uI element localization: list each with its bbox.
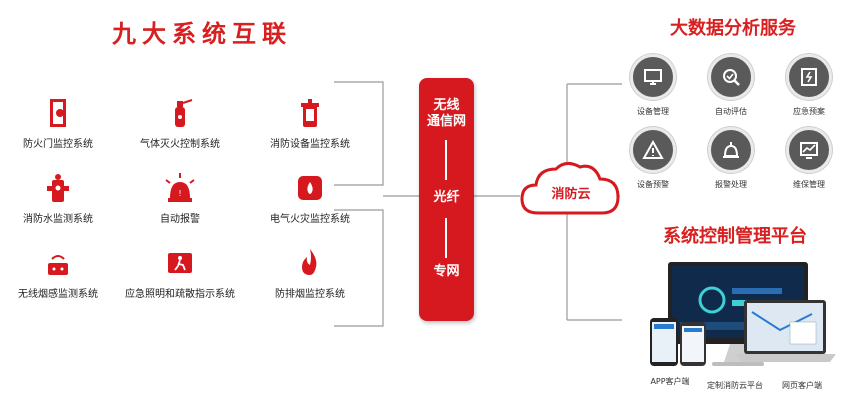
water-hydrant-icon (40, 170, 76, 206)
service-device-mgmt: 设备管理 (618, 54, 688, 117)
system-label: 气体灭火控制系统 (140, 139, 220, 150)
left-bracket-bottom (334, 209, 384, 327)
monitor-icon (630, 54, 676, 100)
svg-text:!: ! (178, 189, 181, 198)
phone-icon (650, 318, 706, 366)
service-alarm-handle: 报警处理 (696, 127, 766, 190)
trend-chart-icon (786, 127, 832, 173)
system-smoke-detect: 无线烟感监测系统 (0, 245, 128, 300)
laptop-icon (736, 300, 836, 362)
cloud-node: 消防云 (516, 155, 626, 221)
exit-sign-icon (162, 245, 198, 281)
fire-extinguisher-icon (162, 95, 198, 131)
warning-triangle-icon (630, 127, 676, 173)
system-label: 无线烟感监测系统 (18, 289, 98, 300)
fire-hydrant-icon (292, 95, 328, 131)
service-device-warning: 设备预警 (618, 127, 688, 190)
network-fiber: 光纤 (433, 190, 460, 205)
system-fire-water: 消防水监测系统 (0, 170, 128, 225)
system-fire-door: 防火门监控系统 (0, 95, 128, 150)
system-fire-equipment: 消防设备监控系统 (240, 95, 380, 150)
electrical-fire-icon (292, 170, 328, 206)
system-label: 电气火灾监控系统 (270, 214, 350, 225)
network-private: 专网 (433, 264, 460, 279)
service-auto-assess: 自动评估 (696, 54, 766, 117)
service-emergency-plan: 应急预案 (774, 54, 844, 117)
service-label: 设备预警 (637, 180, 669, 189)
smoke-detector-icon (40, 245, 76, 281)
network-bar: 无线 通信网 光纤 专网 (419, 78, 474, 321)
platform-cloud-label: 定制消防云平台 (707, 381, 763, 390)
right-title-bigdata: 大数据分析服务 (670, 18, 796, 39)
document-plan-icon (786, 54, 832, 100)
cloud-icon (520, 162, 620, 215)
system-smoke-exhaust: 防排烟监控系统 (240, 245, 380, 300)
service-label: 设备管理 (637, 107, 669, 116)
system-label: 消防水监测系统 (23, 214, 93, 225)
system-label: 自动报警 (160, 214, 200, 225)
system-electrical-fire: 电气火灾监控系统 (240, 170, 380, 225)
left-title: 九大系统互联 (112, 20, 292, 48)
network-wireless-line2: 通信网 (426, 114, 466, 129)
platform-app-label: APP客户端 (650, 377, 690, 386)
service-label: 报警处理 (715, 180, 747, 189)
system-gas-extinguish: 气体灭火控制系统 (110, 95, 250, 150)
system-label: 应急照明和疏散指示系统 (125, 289, 235, 300)
bar-divider-bottom (445, 218, 447, 258)
service-maintenance: 维保管理 (774, 127, 844, 190)
network-wireless-line1: 无线 (433, 98, 460, 113)
system-label: 消防设备监控系统 (270, 139, 350, 150)
fire-door-icon (40, 95, 76, 131)
service-label: 维保管理 (793, 180, 825, 189)
bar-divider-top (445, 140, 447, 180)
system-label: 防排烟监控系统 (275, 289, 345, 300)
system-label: 防火门监控系统 (23, 139, 93, 150)
system-emergency-light: 应急照明和疏散指示系统 (110, 245, 250, 300)
right-title-platform: 系统控制管理平台 (663, 226, 807, 247)
service-label: 应急预案 (793, 107, 825, 116)
alarm-light-icon: ! (162, 170, 198, 206)
system-auto-alarm: ! 自动报警 (110, 170, 250, 225)
platform-web-label: 网页客户端 (782, 381, 822, 390)
left-bracket-top (334, 81, 384, 186)
cloud-label: 消防云 (551, 187, 591, 202)
magnifier-check-icon (708, 54, 754, 100)
service-label: 自动评估 (715, 107, 747, 116)
alarm-bell-icon (708, 127, 754, 173)
flame-icon (292, 245, 328, 281)
